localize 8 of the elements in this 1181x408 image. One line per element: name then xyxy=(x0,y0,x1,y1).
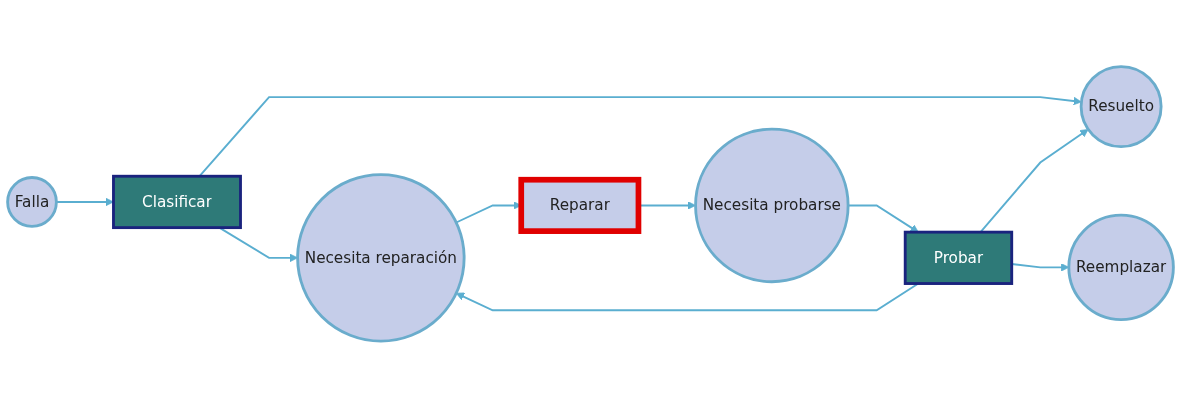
node-circle: Necesita probarse xyxy=(694,127,850,284)
node-circle: Resuelto xyxy=(1079,65,1163,149)
node-box: Clasificar xyxy=(112,174,242,230)
node-box: Probar xyxy=(903,230,1014,286)
node-circle: Reemplazar xyxy=(1067,213,1175,322)
node-box: Reparar xyxy=(518,177,642,235)
node-circle: Necesita reparación xyxy=(296,173,466,343)
node-circle: Falla xyxy=(6,176,58,228)
